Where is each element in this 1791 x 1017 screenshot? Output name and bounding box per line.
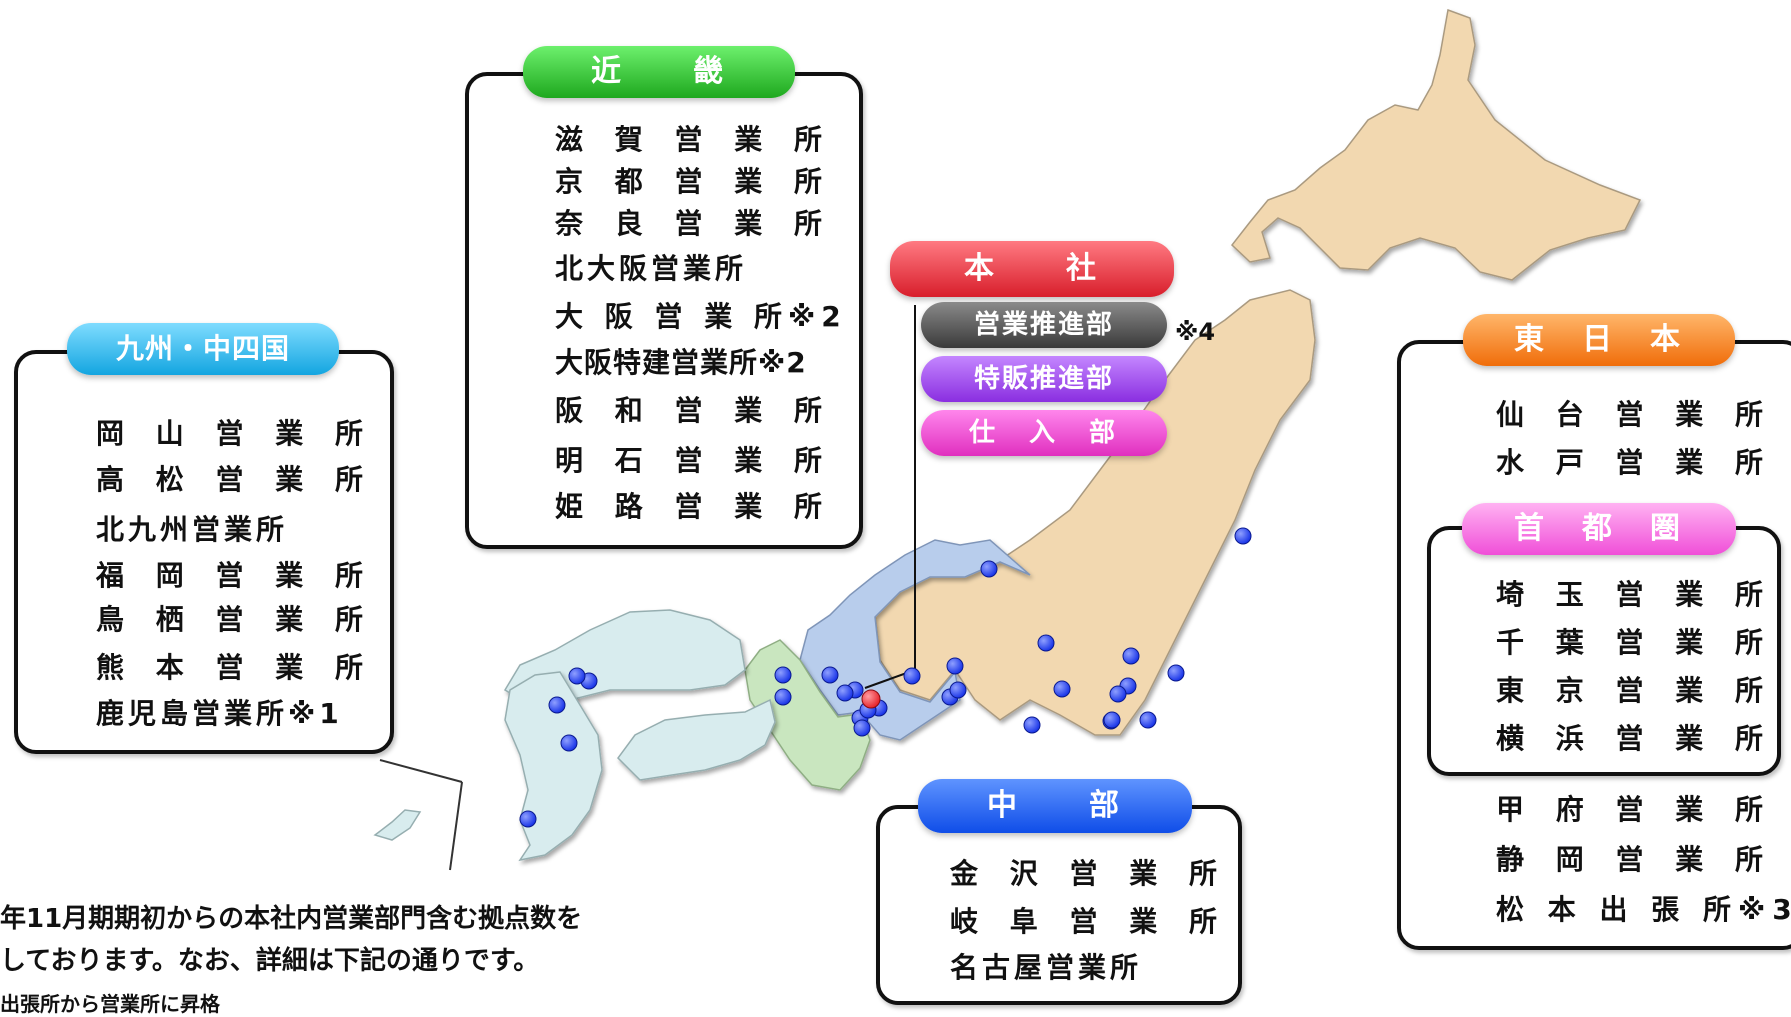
office-marker-icon: [1139, 711, 1157, 729]
office-item: 名古屋営業所: [950, 951, 1143, 984]
office-item: 姫 路 営 業 所: [555, 490, 833, 523]
office-item: 福 岡 営 業 所: [96, 559, 374, 592]
kinki-region-label: 近 畿: [523, 46, 795, 98]
office-marker-icon: [836, 684, 854, 702]
office-item: 大阪特建営業所※2: [555, 346, 807, 379]
office-marker-icon: [1037, 634, 1055, 652]
dept-note-4: ※4: [1175, 318, 1216, 346]
office-item: 高 松 営 業 所: [96, 463, 374, 496]
footnote-line-2: しております。なお、詳細は下記の通りです。: [0, 946, 540, 976]
kyushu-label-text: 九州・中四国: [115, 332, 290, 365]
shutoken-office-list: 埼 玉 営 業 所 千 葉 営 業 所 東 京 営 業 所 横 浜 営 業 所: [1496, 573, 1774, 765]
shutoken-office-box: [1427, 526, 1781, 776]
higashi-nihon-label: 東 日 本: [1463, 314, 1735, 366]
dept-special-sales-text: 特販推進部: [973, 364, 1114, 394]
office-marker-icon: [519, 810, 537, 828]
dept-purchasing-text: 仕 入 部: [968, 418, 1119, 448]
honsha-label-text: 本 社: [964, 251, 1100, 286]
office-marker-icon: [821, 666, 839, 684]
chubu-office-list: 金 沢 営 業 所 岐 阜 営 業 所 名古屋営業所: [950, 852, 1228, 990]
office-marker-icon: [1023, 716, 1041, 734]
office-marker-icon: [980, 560, 998, 578]
inset-divider-vertical: [449, 781, 463, 871]
office-item: 北九州営業所: [96, 513, 289, 546]
hq-marker-icon: [861, 689, 881, 709]
higashi-label-text: 東 日 本: [1514, 322, 1684, 357]
office-marker-icon: [1234, 527, 1252, 545]
kinki-office-box: [465, 72, 863, 549]
kyushu-office-box: [14, 350, 394, 754]
higashi-more-office-list: 甲 府 営 業 所 静 岡 営 業 所 松 本 出 張 所※3: [1496, 788, 1791, 936]
office-item: 鳥 栖 営 業 所: [96, 603, 374, 636]
office-item: 埼 玉 営 業 所: [1496, 578, 1774, 611]
higashi-office-list: 仙 台 営 業 所 水 戸 営 業 所: [1496, 393, 1774, 489]
office-item: 北大阪営業所: [555, 252, 748, 285]
kinki-label-text: 近 畿: [591, 54, 727, 89]
office-marker-icon: [1122, 647, 1140, 665]
dept-sales-promotion: 営業推進部: [921, 302, 1167, 348]
office-item: 京 都 営 業 所: [555, 165, 833, 198]
office-item: 甲 府 営 業 所: [1496, 793, 1774, 826]
hokkaido-region: [1230, 8, 1642, 281]
office-item: 阪 和 営 業 所: [555, 394, 833, 427]
dept-purchasing: 仕 入 部: [921, 410, 1167, 456]
inset-divider: [379, 759, 463, 783]
shikoku-region: [617, 698, 776, 781]
office-item: 水 戸 営 業 所: [1496, 446, 1774, 479]
office-marker-icon: [1109, 685, 1127, 703]
office-marker-icon: [548, 696, 566, 714]
office-marker-icon: [560, 734, 578, 752]
office-marker-icon: [853, 719, 871, 737]
office-item: 静 岡 営 業 所: [1496, 843, 1774, 876]
office-item: 横 浜 営 業 所: [1496, 722, 1774, 755]
office-item: 岐 阜 営 業 所: [950, 905, 1228, 938]
office-marker-icon: [1167, 664, 1185, 682]
office-marker-icon: [774, 666, 792, 684]
kyushu-office-list: 岡 山 営 業 所 高 松 営 業 所 北九州営業所 福 岡 営 業 所 鳥 栖…: [96, 412, 374, 736]
office-marker-icon: [1053, 680, 1071, 698]
footnote-line-3: 出張所から営業所に昇格: [0, 992, 220, 1016]
footnote-line-1: 年11月期期初からの本社内営業部門含む拠点数を: [0, 904, 583, 934]
office-item: 大 阪 営 業 所※2: [555, 300, 847, 333]
shutoken-label-text: 首 都 圏: [1514, 511, 1684, 546]
office-item: 金 沢 営 業 所: [950, 857, 1228, 890]
office-marker-icon: [946, 657, 964, 675]
office-item: 岡 山 営 業 所: [96, 417, 374, 450]
okinawa-islands: [373, 809, 422, 841]
office-marker-icon: [774, 688, 792, 706]
chubu-label: 中 部: [918, 779, 1192, 833]
office-item: 熊 本 営 業 所: [96, 651, 374, 684]
office-item: 鹿児島営業所※1: [96, 697, 343, 730]
dept-sales-promotion-text: 営業推進部: [973, 310, 1114, 340]
office-marker-icon: [568, 667, 586, 685]
office-item: 松 本 出 張 所※3: [1496, 893, 1791, 926]
office-markers: [519, 527, 1252, 828]
office-item: 東 京 営 業 所: [1496, 674, 1774, 707]
kyushu-region-label: 九州・中四国: [67, 323, 339, 375]
east-japan-region: [874, 289, 1316, 736]
office-item: 明 石 営 業 所: [555, 444, 833, 477]
honsha-label: 本 社: [890, 241, 1174, 297]
dept-special-sales: 特販推進部: [921, 356, 1167, 402]
office-item: 奈 良 営 業 所: [555, 207, 833, 240]
office-item: 滋 賀 営 業 所: [555, 123, 833, 156]
office-item: 千 葉 営 業 所: [1496, 626, 1774, 659]
shutoken-label: 首 都 圏: [1462, 503, 1736, 555]
office-marker-icon: [1103, 711, 1121, 729]
chubu-label-text: 中 部: [987, 788, 1123, 823]
office-marker-icon: [949, 681, 967, 699]
office-marker-icon: [903, 667, 921, 685]
kinki-office-list: 滋 賀 営 業 所 京 都 営 業 所 奈 良 営 業 所 北大阪営業所 大 阪…: [555, 118, 847, 529]
office-item: 仙 台 営 業 所: [1496, 398, 1774, 431]
